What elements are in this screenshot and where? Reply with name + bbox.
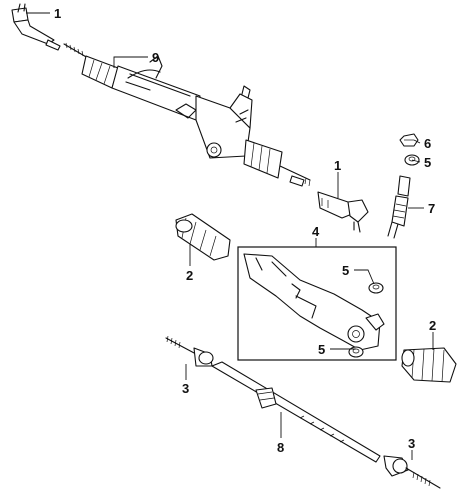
callout-label: 2 (429, 318, 436, 333)
callout-label: 5 (342, 263, 349, 278)
seal-part-6 (399, 133, 419, 147)
callout-label: 1 (54, 6, 61, 21)
inner-tie-rod-right (383, 455, 441, 489)
rack-housing-part-4 (243, 253, 385, 351)
valve-spindle-part-7 (387, 175, 411, 239)
callout-label: 9 (152, 50, 159, 65)
seal-part-5-frame-upper (368, 282, 384, 294)
callout-label: 4 (312, 224, 320, 239)
callout-label: 8 (277, 440, 284, 455)
callout-label: 2 (186, 268, 193, 283)
callout-label: 3 (182, 381, 189, 396)
inner-tie-rod-left (165, 335, 214, 367)
leader-lines (26, 12, 434, 460)
tie-rod-end-right (317, 191, 369, 233)
callout-label: 7 (428, 201, 435, 216)
rack-bar-part-8 (211, 361, 381, 463)
housing-assembly-frame (237, 246, 397, 361)
callout-label: 5 (424, 155, 431, 170)
callout-label: 1 (334, 158, 341, 173)
steering-rack-assembly (63, 42, 311, 187)
bellows-boot-right (401, 347, 457, 383)
seal-part-5-frame-lower (348, 346, 364, 358)
callout-labels: 1 9 6 5 1 7 4 2 5 2 5 3 8 3 (54, 6, 436, 455)
bellows-boot-left (175, 213, 231, 261)
callout-label: 5 (318, 342, 325, 357)
tie-rod-end-left (11, 3, 61, 51)
callout-label: 6 (424, 136, 431, 151)
callout-label: 3 (408, 436, 415, 451)
